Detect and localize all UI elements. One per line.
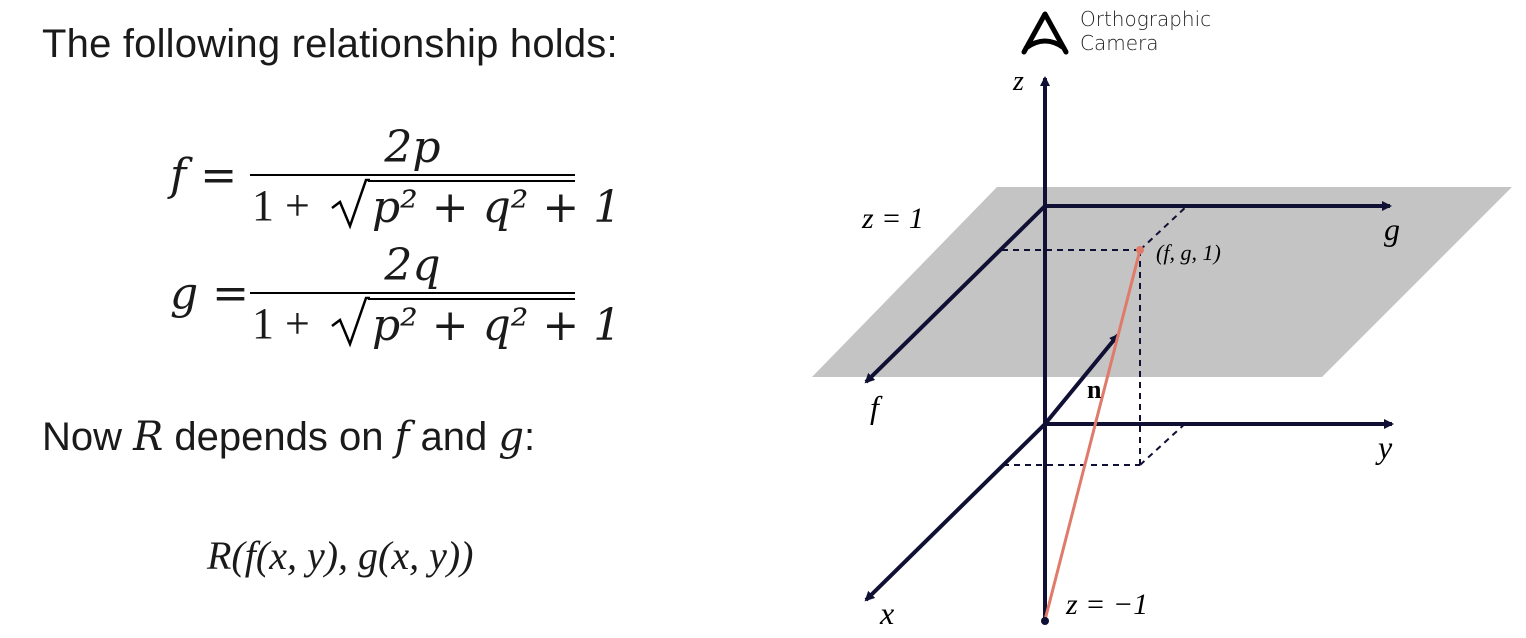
denominator-one: 1 + — [252, 299, 310, 348]
label-z1: z = 1 — [861, 202, 924, 235]
equation-g-numerator: 2q — [384, 240, 441, 291]
sqrt-sign — [331, 178, 370, 230]
projection-ray — [1043, 249, 1142, 621]
equation-f-lhs: f = — [170, 150, 238, 201]
equation-g-lhs: g = — [170, 268, 250, 319]
camera-label-line2: Camera — [1080, 31, 1159, 55]
radicand: p² + q² + 1 — [372, 300, 622, 351]
radical-bar — [368, 298, 575, 300]
label-z-axis: z — [1012, 66, 1024, 97]
x-axis — [864, 422, 1047, 602]
denominator-one: 1 + — [252, 181, 310, 230]
label-point: (f, g, 1) — [1156, 240, 1221, 265]
equation-f-numerator: 2p — [384, 122, 441, 173]
radical-bar — [368, 180, 575, 182]
sqrt-sign — [331, 296, 370, 348]
equation-g-denominator: 1 + — [252, 298, 310, 349]
label-g: g — [1384, 211, 1400, 247]
plane-z1 — [812, 187, 1512, 377]
dependency-R: R — [133, 414, 164, 460]
camera-label-line1: Orthographic — [1080, 7, 1212, 31]
equation-f-denominator: 1 + — [252, 180, 310, 231]
camera-icon — [1021, 11, 1069, 55]
dependency-prefix: Now — [42, 415, 134, 459]
dependency-and: and — [409, 415, 499, 459]
dashed-guides — [1002, 204, 1189, 466]
label-n: n — [1087, 375, 1102, 404]
R-expression: R(f(x, y), g(x, y)) — [207, 533, 474, 578]
f-axis — [864, 204, 1047, 384]
camera-label: Orthographic Camera — [1080, 7, 1211, 55]
south-pole-point — [1041, 617, 1049, 625]
label-x: x — [879, 595, 894, 631]
equation-g-fraction: 2q 1 + p² + q² + 1 — [250, 238, 621, 351]
label-f: f — [870, 389, 883, 425]
dependency-g: g — [498, 414, 524, 460]
radicand: p² + q² + 1 — [372, 182, 622, 233]
normal-vector — [1043, 333, 1120, 426]
dependency-mid: depends on — [163, 415, 395, 459]
dependency-colon: : — [523, 415, 536, 459]
equation-f-fraction: 2p 1 + p² + q² + 1 — [250, 120, 621, 233]
dependency-text: Now R depends on f and g: — [42, 414, 535, 460]
dependency-f: f — [394, 414, 410, 460]
projection-point — [1136, 246, 1144, 254]
fraction-bar — [250, 174, 575, 176]
label-y: y — [1375, 429, 1393, 465]
intro-text: The following relationship holds: — [42, 22, 618, 66]
fraction-bar — [250, 292, 575, 294]
label-zm1: z = −1 — [1065, 588, 1148, 621]
